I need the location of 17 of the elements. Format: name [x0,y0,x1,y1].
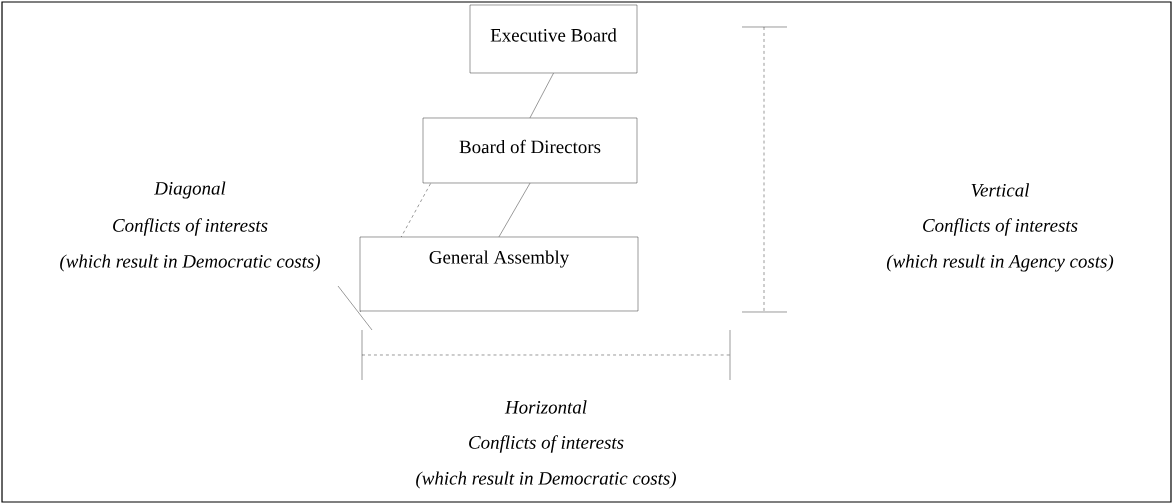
annotation: Conflicts of interests [923,218,1078,236]
annotation: (which result in Democratic costs) [416,471,676,489]
annotation: (which result in Democratic costs) [60,254,320,272]
org-box [359,236,639,312]
box-label: Executive Board [490,28,617,42]
annotation: (which result in Agency costs) [886,254,1114,272]
annotation: Conflicts of interests [113,218,268,236]
org-box [422,117,638,184]
box-label: Board of Directors [459,139,601,154]
annotation: Horizontal [504,400,587,414]
annotation: Vertical [971,183,1030,197]
annotation: Conflicts of interests [469,435,624,453]
annotation: Diagonal [154,181,226,199]
org-box [469,4,638,74]
connector-line [529,73,554,118]
connector-line [498,183,531,237]
box-label: General Assembly [429,250,570,268]
